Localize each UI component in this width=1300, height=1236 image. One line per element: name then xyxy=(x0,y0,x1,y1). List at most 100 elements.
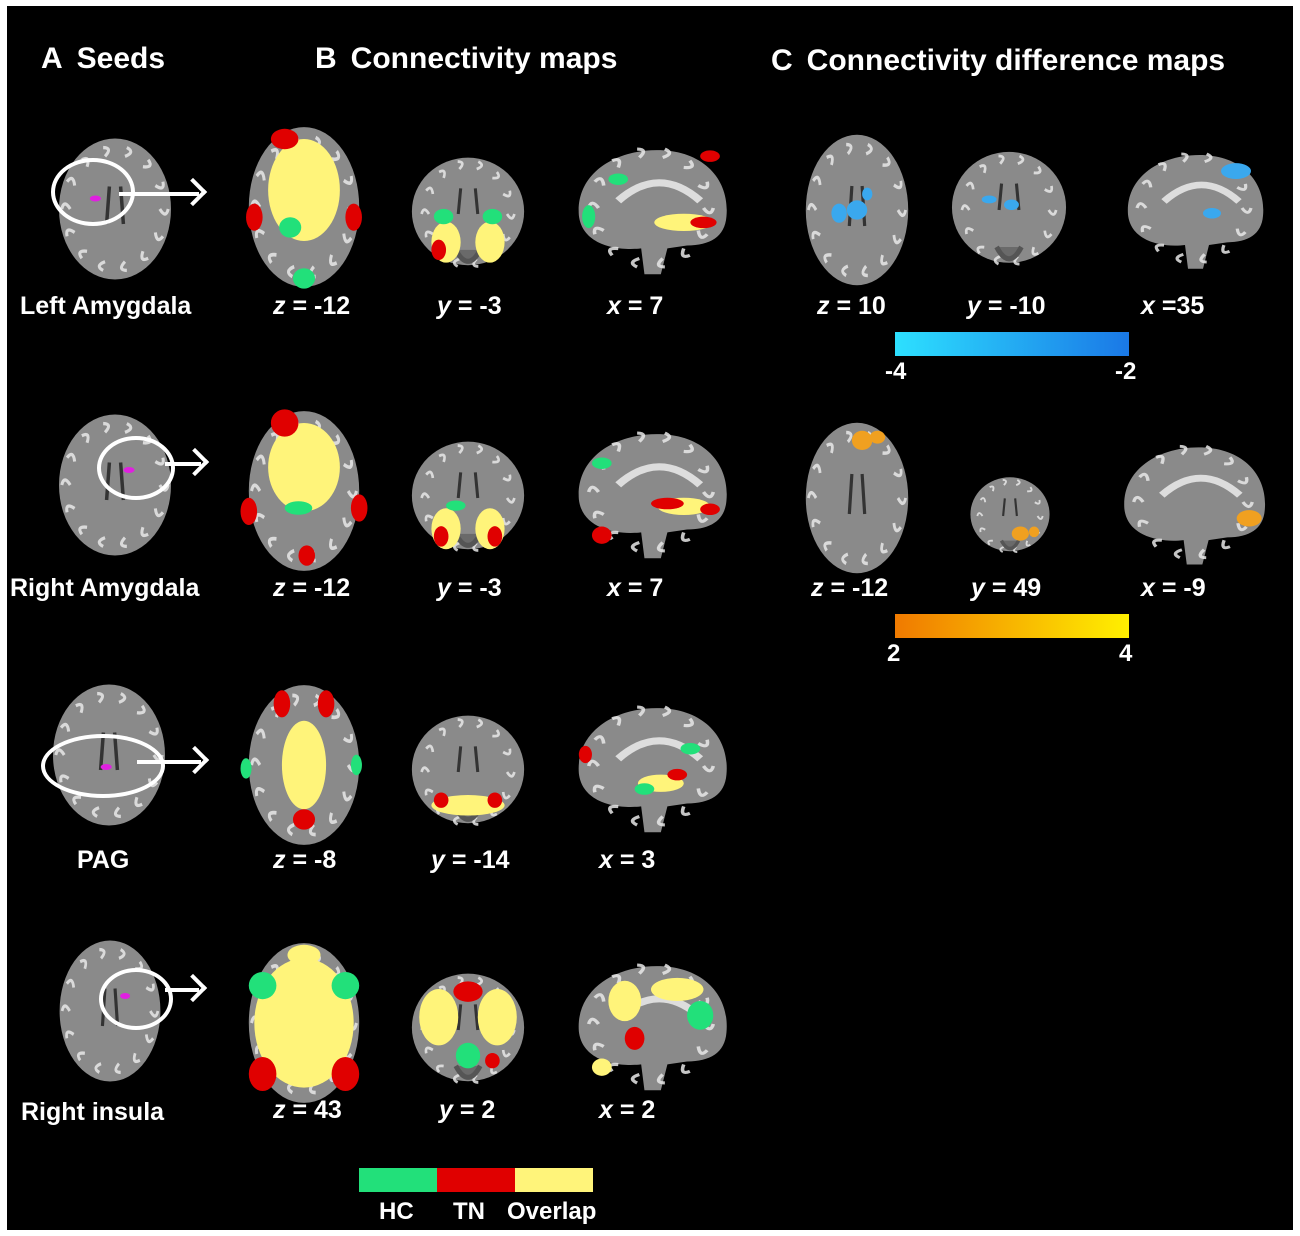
activation-blob-66 xyxy=(831,203,847,223)
conn-sagittal-2-outline xyxy=(578,708,727,833)
colorbar-negative-min: -4 xyxy=(885,358,907,385)
activation-blob-55 xyxy=(287,944,321,966)
activation-blob-4 xyxy=(268,139,340,241)
diff0-axial-svg xyxy=(805,134,909,286)
activation-blob-73 xyxy=(851,430,873,450)
legend-label-overlap: Overlap xyxy=(507,1198,597,1225)
panel-b-title: Connectivity maps xyxy=(350,42,618,75)
diff0-coord-y: y = -10 xyxy=(967,292,1046,320)
conn-sagittal-2 xyxy=(569,694,733,838)
colorbar-negative xyxy=(895,332,1129,356)
activation-blob-39 xyxy=(240,758,252,779)
conn-sagittal-1-gyri xyxy=(586,431,716,553)
coord-r2-x: x = 3 xyxy=(599,846,656,874)
activation-blob-46 xyxy=(667,768,688,781)
conn-coronal-2-svg xyxy=(411,715,525,826)
coord-r1-z: z = -12 xyxy=(273,574,351,602)
activation-blob-70 xyxy=(1004,199,1019,210)
diff1-coronal-svg xyxy=(970,477,1050,554)
conn-sagittal-0-svg xyxy=(578,147,727,275)
panel-b-letter: B xyxy=(315,42,337,75)
coord-r2-y: y = -14 xyxy=(431,846,510,874)
diff1-axial-svg xyxy=(805,422,909,574)
activation-blob-38 xyxy=(317,690,335,718)
diff0-axial xyxy=(793,130,921,290)
diff1-axial-outline xyxy=(805,422,909,574)
activation-blob-49 xyxy=(578,745,592,764)
activation-blob-8 xyxy=(279,217,302,238)
conn-sagittal-3-svg xyxy=(578,963,727,1091)
coord-r3-x: x = 2 xyxy=(599,1096,656,1124)
activation-blob-63 xyxy=(687,1000,714,1030)
colorbar-positive-max: 4 xyxy=(1119,640,1133,667)
diff1-coord-x: x = -9 xyxy=(1141,574,1206,602)
activation-blob-28 xyxy=(433,526,449,547)
conn-sagittal-2-svg xyxy=(578,705,727,833)
conn-sagittal-1-svg xyxy=(578,431,727,559)
coord-r2-z: z = -8 xyxy=(273,846,337,874)
conn-coronal-1-svg xyxy=(411,441,525,552)
diff0-axial-gyri xyxy=(806,142,908,278)
activation-blob-12 xyxy=(433,208,454,225)
coord-r1-x: x = 7 xyxy=(607,574,664,602)
activation-blob-71 xyxy=(1221,163,1251,179)
diff1-axial-gyri xyxy=(806,430,908,566)
activation-blob-36 xyxy=(281,720,327,810)
diff0-sagittal-svg xyxy=(1127,152,1264,269)
conn-axial-1 xyxy=(235,406,373,576)
conn-axial-1-svg xyxy=(240,409,368,571)
activation-blob-22 xyxy=(240,497,258,525)
diff1-sagittal-outline xyxy=(1124,447,1266,565)
activation-blob-72 xyxy=(1203,208,1221,219)
activation-blob-65 xyxy=(591,1058,612,1076)
conn-axial-3 xyxy=(235,938,373,1108)
panel-a-letter: A xyxy=(41,42,63,75)
conn-sagittal-1 xyxy=(569,420,733,564)
legend-swatch-overlap xyxy=(515,1168,593,1192)
coord-r0-y: y = -3 xyxy=(437,292,502,320)
activation-blob-29 xyxy=(487,526,503,547)
activation-blob-35 xyxy=(700,503,720,516)
conn-coronal-3-svg xyxy=(411,973,525,1084)
diff0-coronal xyxy=(947,144,1071,276)
seed-arrow-0 xyxy=(119,192,199,196)
conn-coronal-2 xyxy=(407,708,529,836)
activation-blob-69 xyxy=(981,195,997,204)
diff1-sagittal xyxy=(1115,434,1271,570)
conn-axial-3-svg xyxy=(248,943,360,1103)
activation-blob-60 xyxy=(485,1053,500,1069)
activation-blob-16 xyxy=(690,216,717,229)
seed-label-left-amygdala: Left Amygdala xyxy=(20,292,192,320)
seed-label-pag: PAG xyxy=(77,846,130,874)
diff0-coronal-svg xyxy=(951,151,1067,266)
panel-c-title: Connectivity difference maps xyxy=(806,44,1226,77)
diff0-coord-z: z = 10 xyxy=(817,292,886,320)
activation-blob-6 xyxy=(246,203,263,231)
seed-highlight-ring-3 xyxy=(99,968,173,1030)
conn-axial-2-svg xyxy=(240,685,362,845)
diff1-coronal xyxy=(967,472,1053,560)
activation-blob-21 xyxy=(270,409,299,437)
activation-blob-19 xyxy=(608,173,629,185)
legend-swatch-hc xyxy=(359,1168,437,1192)
activation-blob-20 xyxy=(268,423,340,512)
activation-blob-64 xyxy=(624,1026,645,1050)
activation-blob-56 xyxy=(419,989,459,1046)
activation-blob-54 xyxy=(331,1057,360,1091)
activation-blob-61 xyxy=(608,980,642,1022)
activation-blob-13 xyxy=(482,208,503,225)
coord-r3-z: z = 43 xyxy=(273,1096,342,1124)
activation-blob-5 xyxy=(270,128,299,150)
seed-arrow-3 xyxy=(165,988,199,992)
activation-blob-42 xyxy=(431,795,505,816)
legend-swatch-tn xyxy=(437,1168,515,1192)
activation-blob-77 xyxy=(1236,510,1262,527)
conn-coronal-3 xyxy=(407,966,529,1094)
activation-blob-59 xyxy=(455,1042,481,1069)
activation-blob-74 xyxy=(869,430,886,444)
conn-coronal-0-svg xyxy=(411,157,525,268)
activation-blob-40 xyxy=(350,754,362,776)
diff0-sagittal-gyri xyxy=(1135,152,1253,264)
